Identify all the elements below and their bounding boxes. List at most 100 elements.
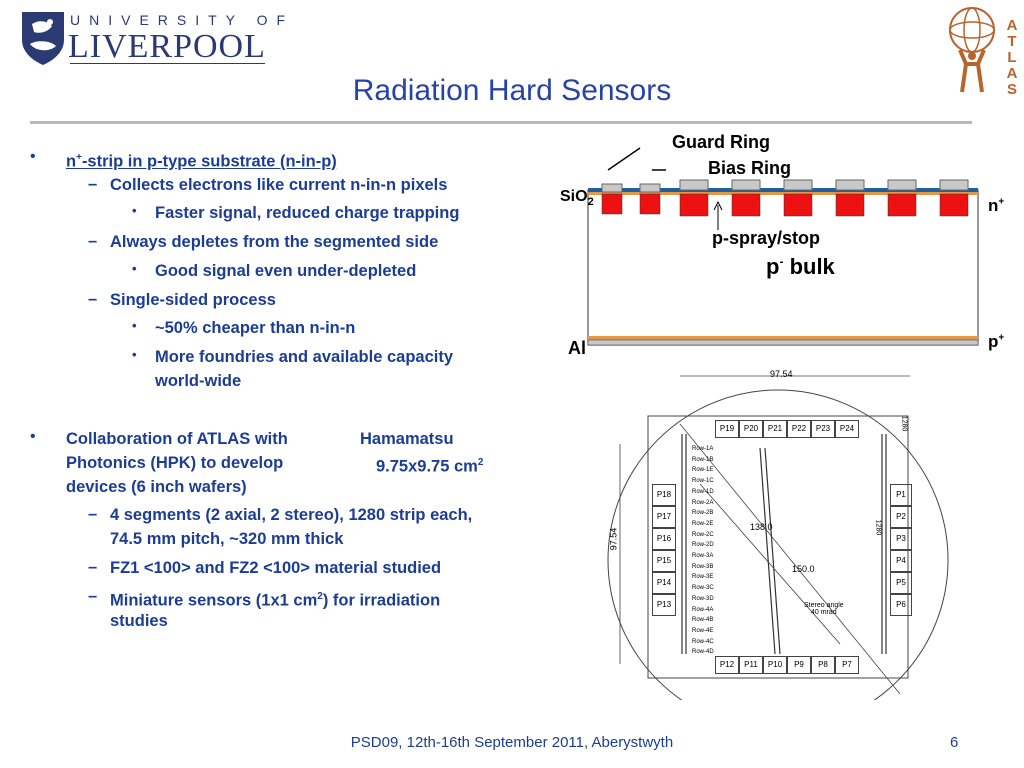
sub-bullet-cont: 74.5 mm pitch, ~320 mm thick: [110, 530, 344, 548]
bullet-marker: •: [30, 148, 36, 165]
strip-zones: [681, 434, 887, 655]
label-text: p: [766, 254, 780, 279]
pad: P21: [763, 420, 787, 438]
dash-marker: –: [88, 587, 98, 605]
metal-pads: [601, 179, 969, 193]
subscript: 2: [587, 196, 594, 209]
bullet-text: Miniature sensors (1x1 cm: [110, 591, 318, 610]
bullet-collab-right1: Hamamatsu: [360, 430, 454, 448]
strip-count-label: 1280: [874, 519, 882, 536]
bullet-collab-line2: Photonics (HPK) to develop: [66, 454, 284, 472]
footer-text: PSD09, 12th-16th September 2011, Aberyst…: [350, 734, 674, 751]
nplus-layer: [588, 192, 978, 195]
university-name: LIVERPOOL: [68, 28, 266, 65]
label-text: bulk: [783, 254, 835, 279]
pads-bottom: P12 P11 P10 P9 P8 P7: [715, 656, 859, 674]
wafer-svg: [607, 375, 949, 731]
bias-ring-label: Bias Ring: [708, 158, 792, 178]
superscript: -: [779, 254, 784, 269]
pad: P9: [787, 656, 811, 674]
shield-icon: [22, 12, 64, 65]
row-label: Row-2C: [692, 531, 714, 538]
row-label: Row-1A: [692, 446, 714, 452]
sub-sub-bullet: Faster signal, reduced charge trapping: [155, 204, 460, 222]
pplus-layer: [588, 336, 978, 340]
atlas-logo: A T L A S: [944, 4, 1022, 100]
sub-sub-bullet: Good signal even under-depleted: [155, 262, 417, 280]
pad: P3: [890, 528, 912, 550]
pplus-label: p+: [988, 332, 1004, 352]
sub-bullet: FZ1 <100> and FZ2 <100> material studied: [110, 559, 442, 577]
pad: P6: [890, 594, 912, 616]
oxide-layer: [588, 188, 978, 192]
page-title: Radiation Hard Sensors: [352, 74, 672, 107]
row-label: Row-1E: [692, 467, 714, 474]
pad: P22: [787, 420, 811, 438]
atlas-letter: A: [1006, 65, 1018, 82]
row-label: Row-1C: [692, 478, 714, 485]
cross-section-svg: [587, 147, 979, 346]
sub-sub-bullet-cont: world-wide: [155, 372, 242, 390]
pad: P17: [652, 506, 676, 528]
dim-150-label: 150.0: [792, 564, 815, 574]
pad: P18: [652, 484, 676, 506]
atlas-letter: T: [1007, 33, 1017, 50]
pad: P20: [739, 420, 763, 438]
superscript: +: [998, 196, 1005, 208]
label-text: p: [988, 332, 999, 351]
sensor-cross-section: Guard Ring Bias Ring SiO2 n+ p-spray/sto…: [560, 130, 1024, 370]
pspray-label: p-spray/stop: [712, 228, 821, 248]
bullet-collab-line1: Collaboration of ATLAS with: [66, 430, 288, 448]
pad: P14: [652, 572, 676, 594]
nplus-label: n+: [988, 196, 1004, 216]
university-name-top: UNIVERSITY OF: [70, 12, 295, 28]
pad: P2: [890, 506, 912, 528]
sub-bullet: 4 segments (2 axial, 2 stereo), 1280 str…: [110, 506, 473, 524]
pads-right: P1 P2 P3 P4 P5 P6: [890, 484, 912, 616]
pad: P15: [652, 550, 676, 572]
al-backplane: [587, 339, 979, 346]
sub-sub-bullet: ~50% cheaper than n-in-n: [155, 319, 356, 337]
dim-diagonal-150: [679, 423, 901, 695]
bullet-collab-right2: 9.75x9.75 cm2: [376, 452, 483, 478]
row-label: Row-3A: [692, 553, 714, 560]
row-label: Row-4A: [692, 606, 714, 613]
pads-left: P18 P17 P16 P15 P14 P13: [652, 484, 676, 616]
n-strips: [601, 193, 969, 217]
logo-divider: [70, 63, 265, 64]
pad: P7: [835, 656, 859, 674]
row-label: Row-2B: [692, 510, 714, 517]
arrow-head-icon: [713, 200, 723, 211]
label-text: SiO: [560, 188, 588, 205]
sub-bullet: Collects electrons like current n-in-n p…: [110, 176, 448, 194]
row-label: Row-1B: [692, 456, 714, 463]
row-label: Row-2A: [692, 499, 714, 506]
university-logo: [20, 8, 270, 70]
pads-top: P19 P20 P21 P22 P23 P24: [715, 420, 859, 438]
row-label: Row-3B: [692, 563, 714, 570]
sub-bullet-cont: studies: [110, 612, 168, 630]
label-text: 40 mrad: [811, 609, 837, 616]
sub-sub-bullet: More foundries and available capacity: [155, 348, 454, 366]
pad: P16: [652, 528, 676, 550]
bullet-text: n: [66, 152, 77, 171]
bullet-marker: •: [132, 203, 137, 218]
bullet-text: -strip in p-type substrate (n-in-p): [81, 152, 337, 171]
bullet-marker: •: [30, 428, 36, 445]
row-label: Row-2D: [692, 542, 714, 549]
superscript: 2: [317, 591, 323, 602]
pad: P24: [835, 420, 859, 438]
sio2-label: SiO2: [560, 188, 594, 208]
pad: P12: [715, 656, 739, 674]
dim-top-label: 97.54: [770, 369, 793, 379]
bullet-text: ) for irradiation: [322, 591, 441, 610]
atlas-letter: S: [1006, 81, 1017, 98]
bullet-text: 9.75x9.75 cm: [376, 457, 478, 476]
pad: P4: [890, 550, 912, 572]
bullet-marker: •: [132, 261, 137, 276]
guard-ring-label: Guard Ring: [672, 132, 770, 152]
dash-marker: –: [88, 505, 98, 523]
